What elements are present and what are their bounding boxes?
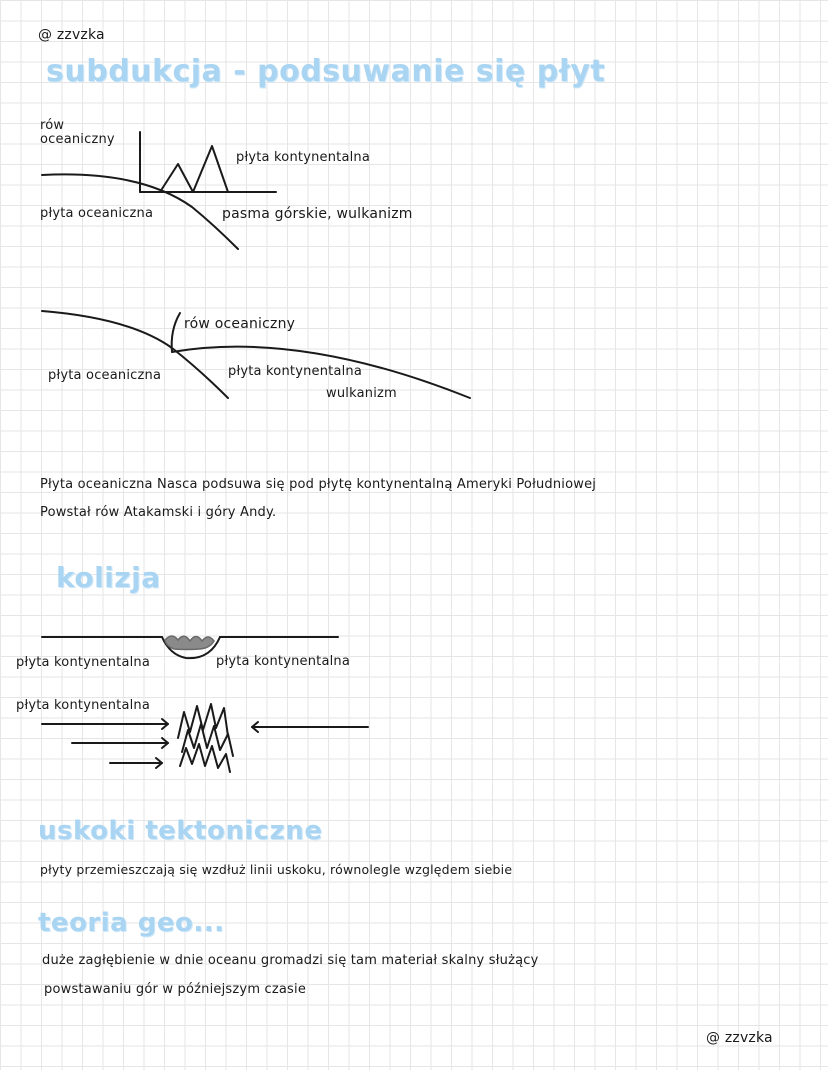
heading-geo-theory: teoria geo... <box>38 908 225 938</box>
heading-collision: kolizja <box>56 561 161 594</box>
label-mountains-d1: pasma górskie, wulkanizm <box>222 206 413 222</box>
label-trench-d1: rów oceaniczny <box>40 119 130 147</box>
label-volcanism-d2: wulkanizm <box>326 386 397 401</box>
label-trench-d2: rów oceaniczny <box>184 316 296 332</box>
text-nasca-line1: Płyta oceaniczna Nasca podsuwa się pod p… <box>40 477 597 492</box>
label-continental-right-d3: płyta kontynentalna <box>216 654 351 669</box>
footer-author-handle: @ zzvzka <box>706 1030 773 1046</box>
heading-faults: uskoki tektoniczne <box>38 816 323 846</box>
label-oceanic-d2: płyta oceaniczna <box>48 368 162 383</box>
text-geo-line2: powstawaniu gór w późniejszym czasie <box>44 982 307 997</box>
label-continental-left-d3: płyta kontynentalna <box>16 655 151 670</box>
label-continental-d4: płyta kontynentalna <box>16 698 151 713</box>
label-continental-d1: płyta kontynentalna <box>236 150 371 165</box>
label-trench-d1-text: rów oceaniczny <box>40 118 115 147</box>
label-continental-d2: płyta kontynentalna <box>228 364 363 379</box>
heading-subduction: subdukcja - podsuwanie się płyt <box>46 54 606 89</box>
text-nasca-line2: Powstał rów Atakamski i góry Andy. <box>40 505 277 520</box>
author-handle: @ zzvzka <box>38 27 105 43</box>
label-oceanic-d1: płyta oceaniczna <box>40 206 154 221</box>
text-geo-line1: duże zagłębienie w dnie oceanu gromadzi … <box>42 953 539 968</box>
text-faults: płyty przemieszczają się wzdłuż linii us… <box>40 862 513 877</box>
